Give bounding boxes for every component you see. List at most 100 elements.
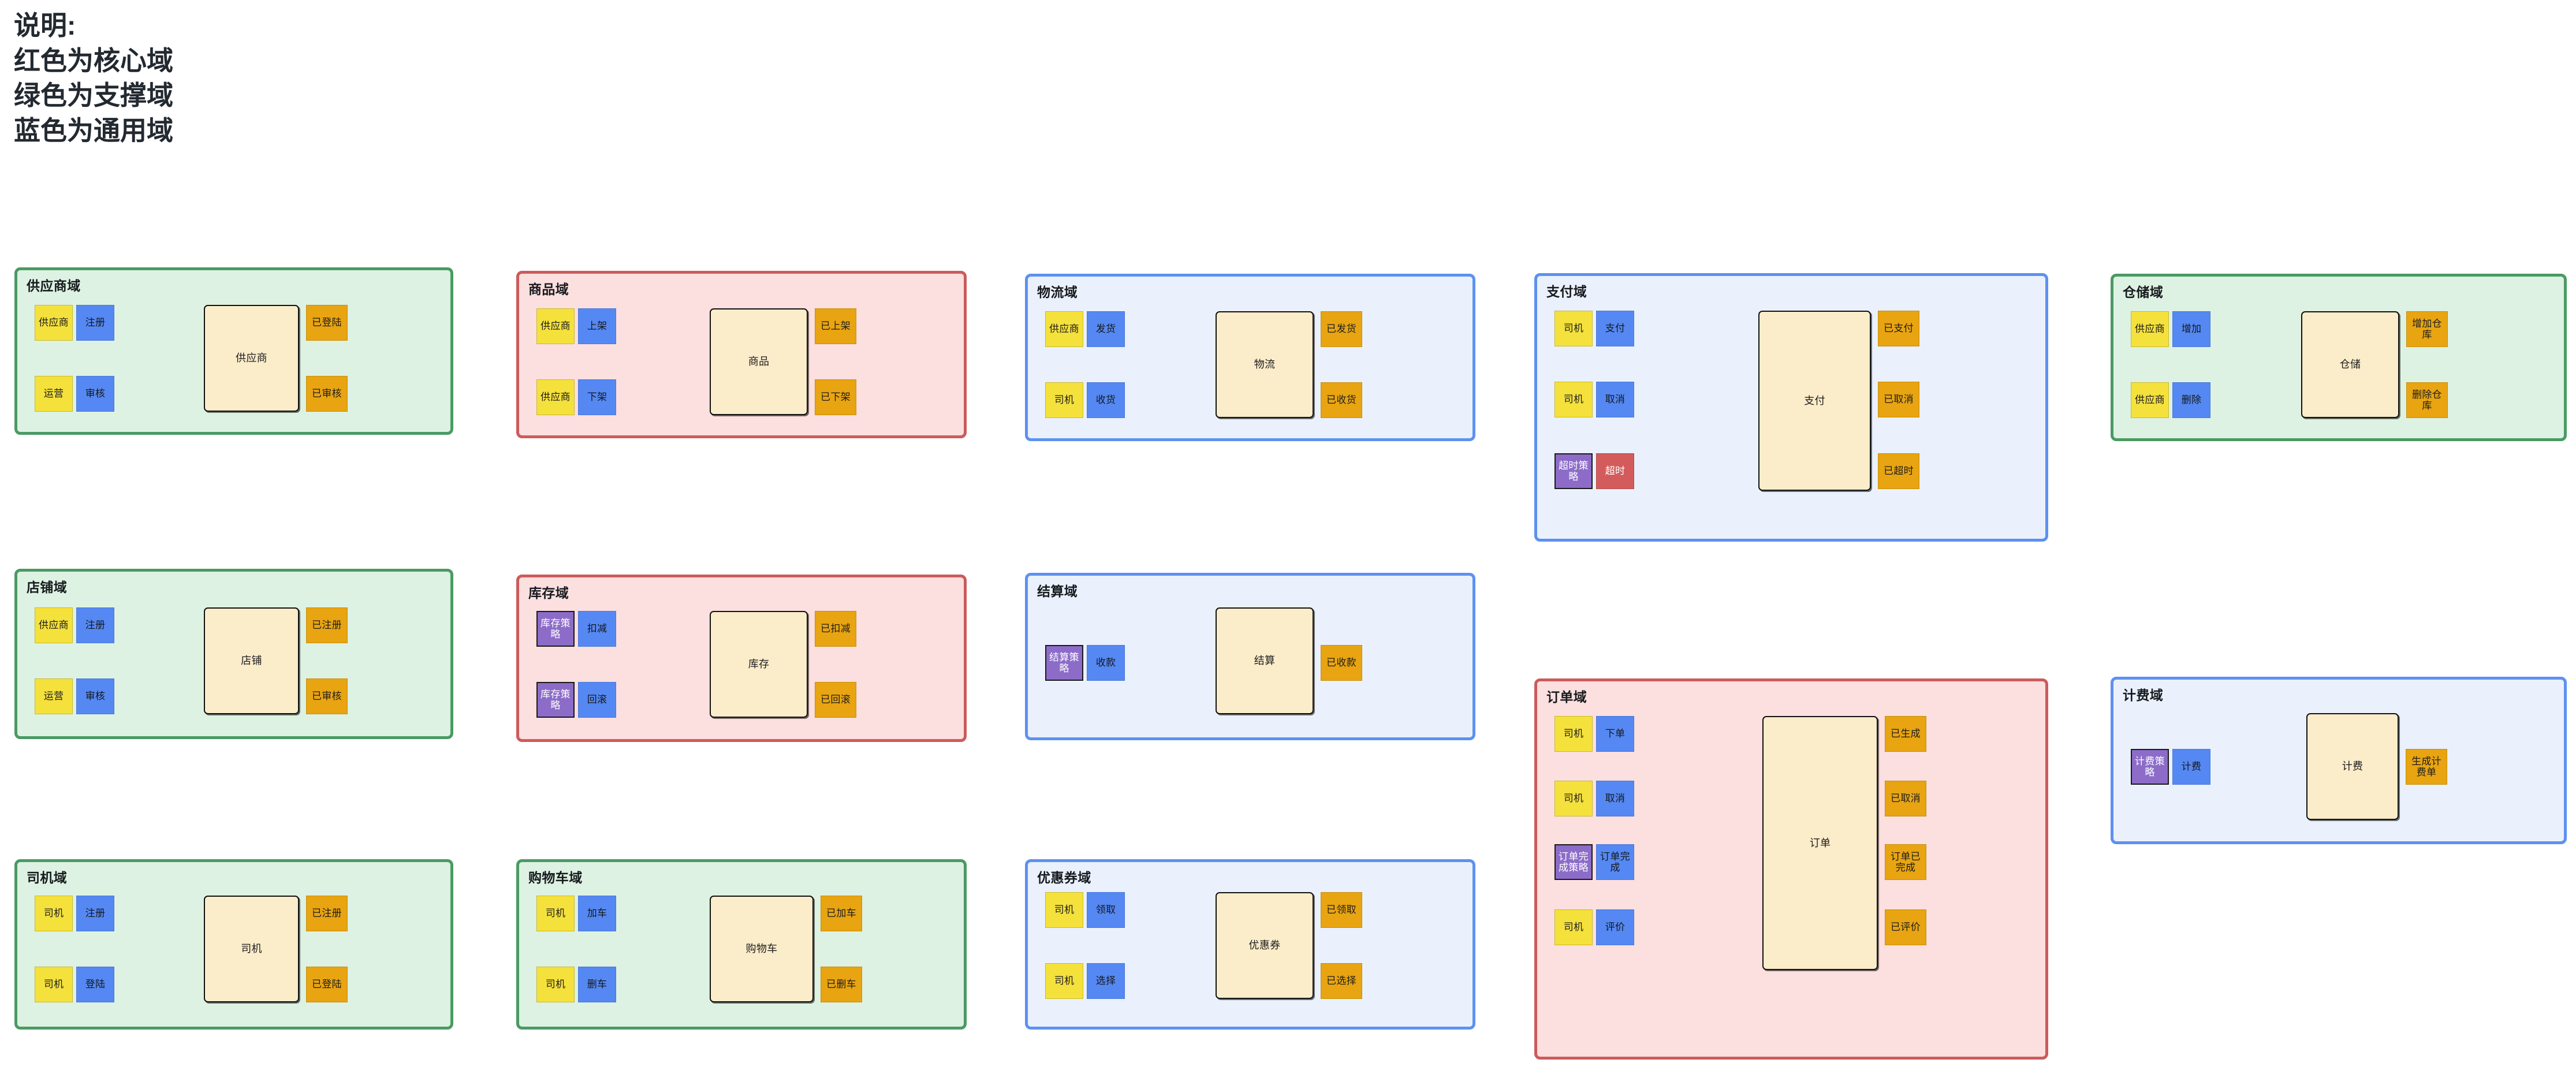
- card-actor-payment-r1c0[interactable]: 司机: [1554, 382, 1593, 417]
- card-event-payment-r2e0[interactable]: 已超时: [1878, 453, 1919, 489]
- domain-box-supplier[interactable]: 供应商域供应商注册已登陆运营审核已审核供应商: [14, 267, 453, 435]
- card-command-cart-r1c1[interactable]: 删车: [578, 967, 616, 1002]
- card-command-order-r2c1[interactable]: 订单完成: [1596, 844, 1634, 880]
- domain-box-cart[interactable]: 购物车域司机加车已加车司机删车已删车购物车: [516, 859, 967, 1030]
- card-actor-product-r0c0[interactable]: 供应商: [536, 308, 575, 344]
- card-actor-warehouse-r0c0[interactable]: 供应商: [2131, 311, 2169, 347]
- card-policy-inventory-r1c0[interactable]: 库存策略: [536, 682, 575, 718]
- domain-box-inventory[interactable]: 库存域库存策略扣减已扣减库存策略回滚已回滚库存: [516, 575, 967, 742]
- card-event-inventory-r0e0[interactable]: 已扣减: [815, 611, 856, 647]
- card-command-order-r0c1[interactable]: 下单: [1596, 716, 1634, 752]
- card-actor-cart-r1c0[interactable]: 司机: [536, 967, 575, 1002]
- card-command-coupon-r1c1[interactable]: 选择: [1087, 963, 1125, 999]
- card-event-driver-r1e0[interactable]: 已登陆: [306, 967, 348, 1002]
- aggregate-cart[interactable]: 购物车: [710, 896, 814, 1002]
- card-event-warehouse-r0e0[interactable]: 增加仓库: [2406, 311, 2448, 347]
- aggregate-coupon[interactable]: 优惠券: [1216, 892, 1314, 999]
- card-policy-settlement-r0c0[interactable]: 结算策略: [1045, 645, 1083, 681]
- card-command-payment-r0c1[interactable]: 支付: [1596, 311, 1634, 346]
- card-command-supplier-r0c1[interactable]: 注册: [76, 305, 114, 341]
- aggregate-warehouse[interactable]: 仓储: [2301, 311, 2399, 418]
- card-event-warehouse-r1e0[interactable]: 删除仓库: [2406, 382, 2448, 418]
- domain-box-order[interactable]: 订单域司机下单已生成司机取消已取消订单完成策略订单完成订单已完成司机评价已评价订…: [1534, 678, 2048, 1060]
- card-actor-supplier-r0c0[interactable]: 供应商: [35, 305, 73, 341]
- card-actor-supplier-r1c0[interactable]: 运营: [35, 376, 73, 412]
- aggregate-logistics[interactable]: 物流: [1216, 311, 1314, 418]
- card-event-order-r0e0[interactable]: 已生成: [1885, 716, 1926, 752]
- card-event-supplier-r1e0[interactable]: 已审核: [306, 376, 348, 412]
- aggregate-driver[interactable]: 司机: [204, 896, 299, 1002]
- card-actor-order-r1c0[interactable]: 司机: [1554, 781, 1593, 816]
- card-event-logistics-r0e0[interactable]: 已发货: [1321, 311, 1362, 347]
- card-command-inventory-r0c1[interactable]: 扣减: [578, 611, 616, 647]
- aggregate-payment[interactable]: 支付: [1758, 311, 1871, 491]
- domain-box-coupon[interactable]: 优惠券域司机领取已领取司机选择已选择优惠券: [1025, 859, 1475, 1030]
- aggregate-settlement[interactable]: 结算: [1216, 607, 1314, 714]
- card-hotspot-payment-r2c1[interactable]: 超时: [1596, 453, 1634, 489]
- card-actor-order-r3c0[interactable]: 司机: [1554, 909, 1593, 945]
- card-event-settlement-r0e0[interactable]: 已收款: [1321, 645, 1362, 681]
- aggregate-order[interactable]: 订单: [1762, 716, 1878, 970]
- card-policy-order-r2c0[interactable]: 订单完成策略: [1554, 844, 1593, 880]
- card-event-order-r1e0[interactable]: 已取消: [1885, 781, 1926, 816]
- card-command-billing-r0c1[interactable]: 计费: [2172, 749, 2210, 785]
- card-event-supplier-r0e0[interactable]: 已登陆: [306, 305, 348, 341]
- card-event-logistics-r1e0[interactable]: 已收货: [1321, 382, 1362, 418]
- card-actor-store-r0c0[interactable]: 供应商: [35, 607, 73, 643]
- card-command-driver-r1c1[interactable]: 登陆: [76, 967, 114, 1002]
- card-actor-store-r1c0[interactable]: 运营: [35, 678, 73, 714]
- card-actor-driver-r1c0[interactable]: 司机: [35, 967, 73, 1002]
- card-command-order-r1c1[interactable]: 取消: [1596, 781, 1634, 816]
- card-actor-product-r1c0[interactable]: 供应商: [536, 379, 575, 415]
- card-event-order-r3e0[interactable]: 已评价: [1885, 909, 1926, 945]
- domain-box-payment[interactable]: 支付域司机支付已支付司机取消已取消超时策略超时已超时支付: [1534, 273, 2048, 542]
- card-actor-coupon-r1c0[interactable]: 司机: [1045, 963, 1083, 999]
- card-event-product-r1e0[interactable]: 已下架: [815, 379, 856, 415]
- card-command-inventory-r1c1[interactable]: 回滚: [578, 682, 616, 718]
- card-command-store-r1c1[interactable]: 审核: [76, 678, 114, 714]
- card-command-driver-r0c1[interactable]: 注册: [76, 896, 114, 931]
- card-command-cart-r0c1[interactable]: 加车: [578, 896, 616, 931]
- aggregate-inventory[interactable]: 库存: [710, 611, 808, 718]
- domain-box-billing[interactable]: 计费域计费策略计费生成计费单计费: [2111, 677, 2567, 844]
- domain-box-product[interactable]: 商品域供应商上架已上架供应商下架已下架商品: [516, 271, 967, 438]
- card-event-inventory-r1e0[interactable]: 已回滚: [815, 682, 856, 718]
- card-command-logistics-r1c1[interactable]: 收货: [1087, 382, 1125, 418]
- domain-box-store[interactable]: 店铺域供应商注册已注册运营审核已审核店铺: [14, 569, 453, 739]
- card-actor-payment-r0c0[interactable]: 司机: [1554, 311, 1593, 346]
- card-policy-billing-r0c0[interactable]: 计费策略: [2131, 749, 2169, 785]
- card-event-order-r2e0[interactable]: 订单已完成: [1885, 844, 1926, 880]
- card-command-warehouse-r0c1[interactable]: 增加: [2172, 311, 2210, 347]
- card-actor-warehouse-r1c0[interactable]: 供应商: [2131, 382, 2169, 418]
- card-event-cart-r1e0[interactable]: 已删车: [821, 967, 862, 1002]
- card-actor-logistics-r1c0[interactable]: 司机: [1045, 382, 1083, 418]
- card-command-supplier-r1c1[interactable]: 审核: [76, 376, 114, 412]
- card-command-coupon-r0c1[interactable]: 领取: [1087, 892, 1125, 928]
- card-command-settlement-r0c1[interactable]: 收款: [1087, 645, 1125, 681]
- card-command-warehouse-r1c1[interactable]: 删除: [2172, 382, 2210, 418]
- card-event-billing-r0e0[interactable]: 生成计费单: [2406, 749, 2447, 785]
- card-command-logistics-r0c1[interactable]: 发货: [1087, 311, 1125, 347]
- aggregate-billing[interactable]: 计费: [2306, 713, 2399, 820]
- card-command-store-r0c1[interactable]: 注册: [76, 607, 114, 643]
- card-actor-logistics-r0c0[interactable]: 供应商: [1045, 311, 1083, 347]
- card-event-payment-r1e0[interactable]: 已取消: [1878, 382, 1919, 417]
- card-actor-driver-r0c0[interactable]: 司机: [35, 896, 73, 931]
- card-actor-cart-r0c0[interactable]: 司机: [536, 896, 575, 931]
- aggregate-supplier[interactable]: 供应商: [204, 305, 299, 412]
- card-command-product-r1c1[interactable]: 下架: [578, 379, 616, 415]
- aggregate-product[interactable]: 商品: [710, 308, 808, 415]
- card-command-payment-r1c1[interactable]: 取消: [1596, 382, 1634, 417]
- domain-box-logistics[interactable]: 物流域供应商发货已发货司机收货已收货物流: [1025, 274, 1475, 441]
- card-event-store-r0e0[interactable]: 已注册: [306, 607, 348, 643]
- domain-box-warehouse[interactable]: 仓储域供应商增加增加仓库供应商删除删除仓库仓储: [2111, 274, 2567, 441]
- card-event-store-r1e0[interactable]: 已审核: [306, 678, 348, 714]
- card-command-order-r3c1[interactable]: 评价: [1596, 909, 1634, 945]
- domain-box-settlement[interactable]: 结算域结算策略收款已收款结算: [1025, 573, 1475, 740]
- card-actor-coupon-r0c0[interactable]: 司机: [1045, 892, 1083, 928]
- card-event-coupon-r1e0[interactable]: 已选择: [1321, 963, 1362, 999]
- card-event-product-r0e0[interactable]: 已上架: [815, 308, 856, 344]
- card-policy-payment-r2c0[interactable]: 超时策略: [1554, 453, 1593, 489]
- card-event-driver-r0e0[interactable]: 已注册: [306, 896, 348, 931]
- card-event-payment-r0e0[interactable]: 已支付: [1878, 311, 1919, 346]
